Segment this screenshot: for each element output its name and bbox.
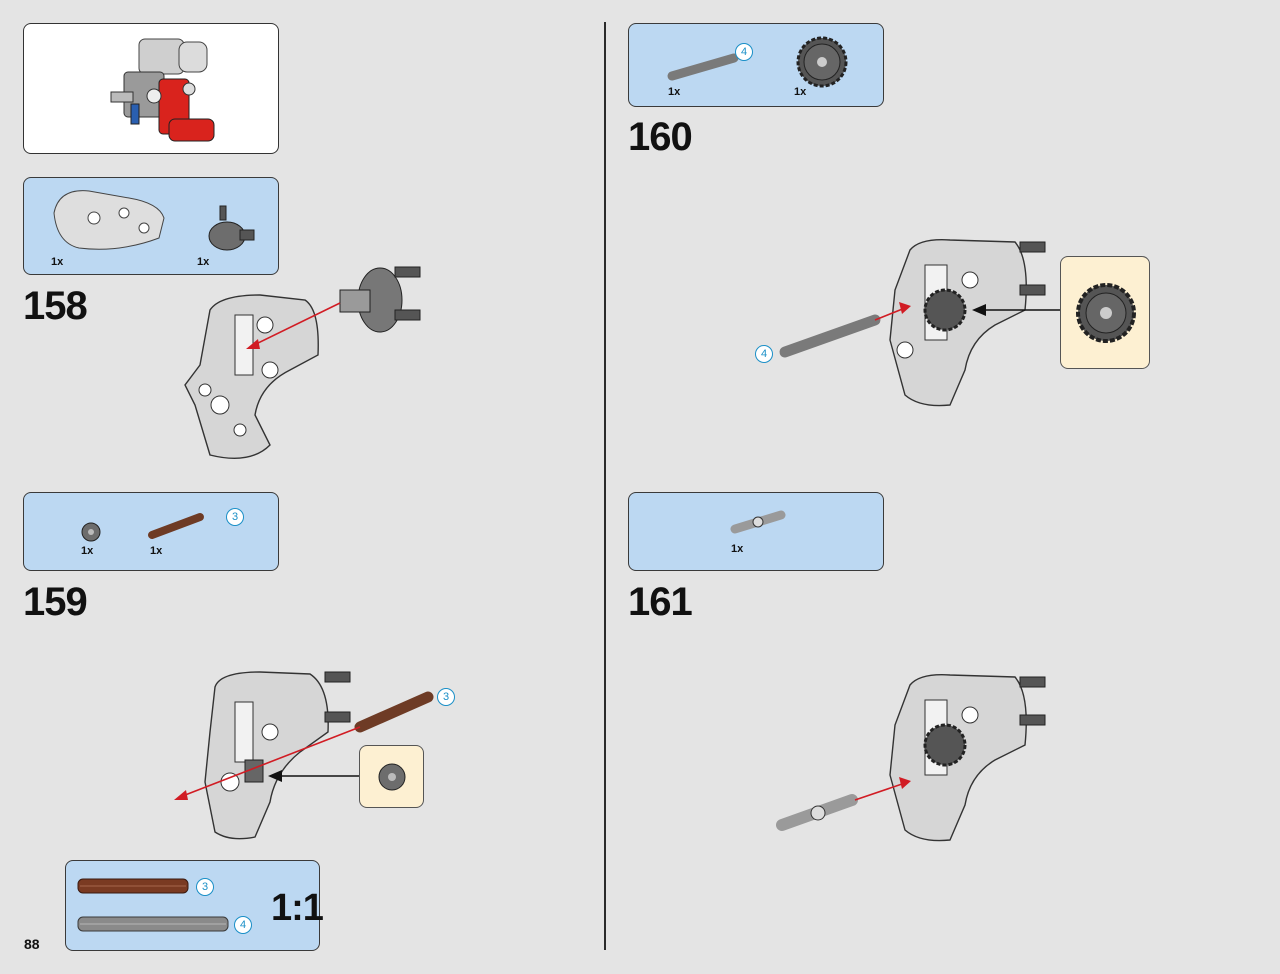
step-159-part-1-qty: 1x bbox=[81, 545, 94, 557]
part-curved-panel-image bbox=[53, 190, 165, 250]
part-universal-joint-image bbox=[730, 510, 786, 534]
small-gear-detail-icon bbox=[378, 763, 406, 791]
step-158-part-2-qty: 1x bbox=[197, 256, 210, 268]
part-large-gear-image bbox=[796, 36, 848, 88]
step-158-assembly-image bbox=[184, 266, 421, 460]
part-differential-image bbox=[208, 205, 255, 251]
step-160-part-2-qty: 1x bbox=[794, 86, 807, 98]
step-161-assembly-image bbox=[776, 674, 1046, 842]
step-160-callout-length-badge: 4 bbox=[755, 345, 773, 363]
step-160-part-1-qty: 1x bbox=[668, 86, 681, 98]
step-161-parts-box: 1x bbox=[628, 492, 884, 571]
step-161-number: 161 bbox=[628, 580, 693, 624]
step-161-part-1-qty: 1x bbox=[731, 543, 744, 555]
step-160-parts-box: 4 1x 1x bbox=[628, 23, 884, 107]
scale-ratio-label: 1:1 bbox=[271, 887, 324, 929]
large-gear-detail-icon bbox=[1076, 283, 1136, 343]
step-160-assembly-image bbox=[779, 239, 1060, 407]
step-160-axle-length-badge: 4 bbox=[735, 43, 753, 61]
scale-ruler-box: 3 4 1:1 bbox=[65, 860, 324, 951]
ruler-axle-4-badge: 4 bbox=[234, 916, 252, 934]
step-159-number: 159 bbox=[23, 580, 88, 624]
ruler-axle-3-badge: 3 bbox=[196, 878, 214, 896]
step-159-subpart-callout bbox=[359, 745, 424, 808]
step-160-number: 160 bbox=[628, 115, 693, 159]
step-159-axle-length-badge: 3 bbox=[226, 508, 244, 526]
step-158-parts-box: 1x 1x bbox=[23, 177, 279, 275]
step-158-part-1-qty: 1x bbox=[51, 256, 64, 268]
step-159-callout-length-badge: 3 bbox=[437, 688, 455, 706]
step-159-part-2-qty: 1x bbox=[150, 545, 163, 557]
page-divider bbox=[604, 22, 606, 950]
ruler-axle-4-image bbox=[77, 916, 229, 932]
step-159-parts-box: 3 1x 1x bbox=[23, 492, 279, 571]
step-158-number: 158 bbox=[23, 284, 88, 328]
step-159-assembly-image bbox=[174, 671, 434, 840]
part-brown-axle-image bbox=[148, 513, 204, 539]
previous-result-callout bbox=[23, 23, 279, 154]
step-160-subpart-callout bbox=[1060, 256, 1150, 369]
part-grey-axle-image bbox=[667, 53, 739, 81]
assembly-preview-image bbox=[110, 38, 215, 142]
part-small-gear-image bbox=[81, 522, 101, 542]
page-number: 88 bbox=[24, 936, 40, 952]
ruler-axle-3-image bbox=[77, 878, 189, 894]
